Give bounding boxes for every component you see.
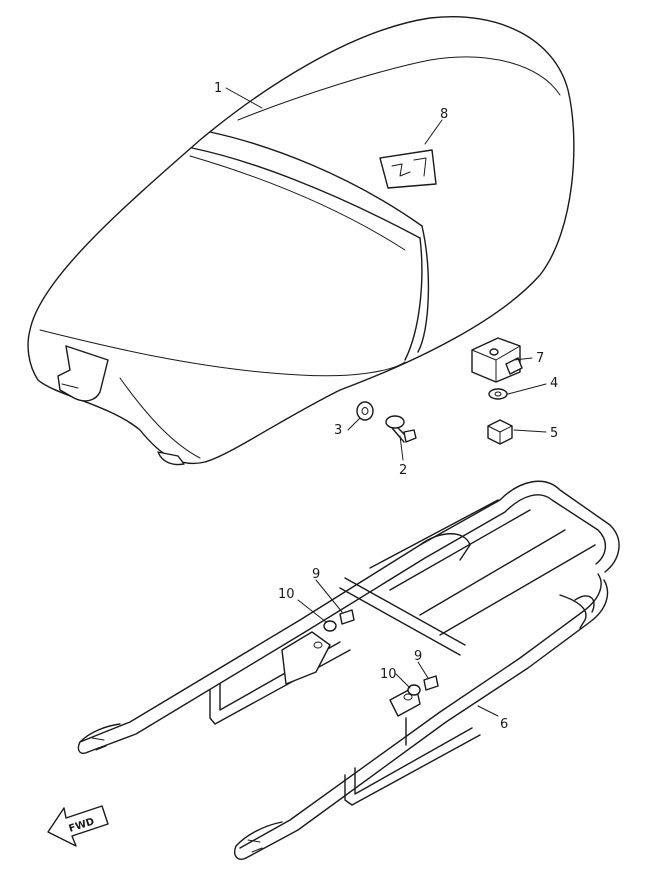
washer-part-left — [356, 401, 374, 421]
bracket-part — [471, 337, 523, 383]
callout-seat: 1 — [214, 81, 222, 96]
carrier-rack — [77, 480, 620, 860]
callout-labels: 1 2 3 4 5 6 7 8 9 10 9 10 — [214, 81, 558, 732]
callout-washer-left: 3 — [334, 423, 342, 438]
seat — [27, 16, 575, 466]
callout-washer-upper: 10 — [278, 587, 295, 602]
collar-part — [487, 419, 513, 445]
callout-washer-lower: 10 — [380, 667, 397, 682]
leader-lines — [225, 87, 547, 717]
fwd-arrow: FWD — [47, 805, 109, 847]
callout-emblem: 8 — [440, 107, 448, 122]
callout-bolt-lower: 9 — [414, 649, 422, 664]
callout-collar: 5 — [550, 426, 558, 441]
rack-fasteners — [323, 609, 439, 696]
emblem — [379, 149, 437, 189]
washer-part-right — [488, 388, 508, 400]
callout-washer-right: 4 — [550, 376, 558, 391]
callout-bolt: 2 — [399, 463, 407, 478]
callout-bolt-upper: 9 — [312, 567, 320, 582]
callout-bracket: 7 — [536, 351, 544, 366]
callout-carrier: 6 — [500, 717, 508, 732]
bolt-part — [385, 415, 417, 443]
